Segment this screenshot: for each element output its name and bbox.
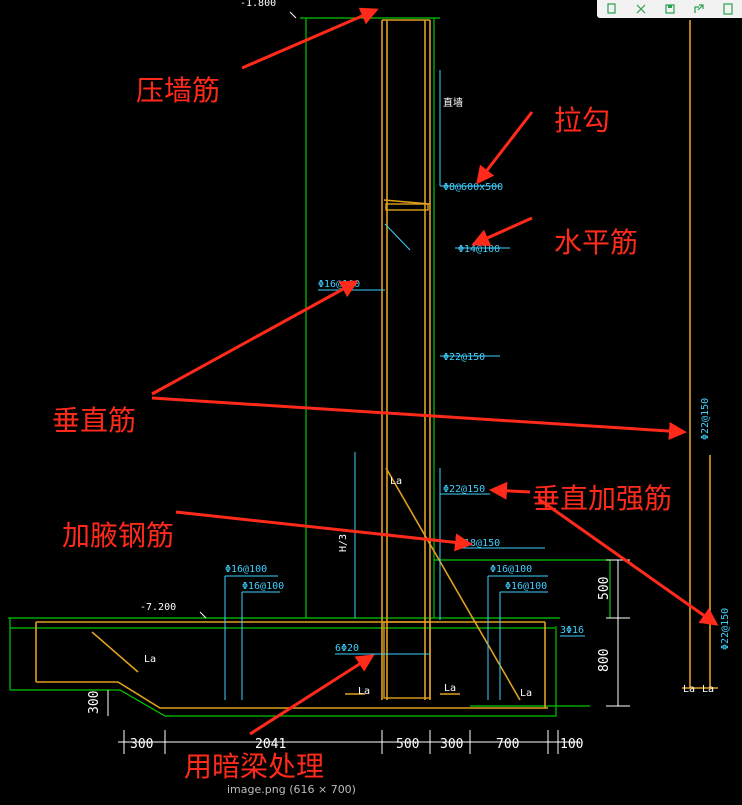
annotation-vertical-bar: 垂直筋	[52, 404, 136, 437]
annotation-tie-bar: 拉勾	[554, 104, 610, 137]
dim-2041: 2041	[255, 737, 286, 752]
la-label-far-2: La	[702, 684, 714, 695]
dimension-lines	[107, 11, 630, 754]
horiz-bar-label: Φ14@100	[458, 244, 500, 255]
annotation-vertical-strengthen-bar: 垂直加强筋	[532, 482, 672, 515]
annotation-wall-top-bar: 压墙筋	[136, 74, 220, 107]
image-caption: image.png (616 × 700)	[227, 783, 356, 796]
annotation-arrows	[151, 7, 719, 736]
haunch-bar-label: Φ18@150	[458, 538, 500, 549]
dim-v800: 800	[597, 649, 612, 672]
dim-500: 500	[396, 737, 419, 752]
vert-strengthen-label: Φ22@150	[443, 484, 485, 495]
la-label-base-far: La	[520, 688, 532, 699]
dimension-labels: 300 2041 500 300 700 100 500 800 300	[87, 577, 612, 752]
dim-100: 100	[560, 737, 583, 752]
save-icon[interactable]	[661, 2, 679, 16]
dim-700: 700	[496, 737, 519, 752]
la-label-base-right: La	[444, 683, 456, 694]
concrete-outline	[8, 17, 611, 717]
share-icon[interactable]	[690, 2, 708, 16]
la-label-wall: La	[390, 476, 402, 487]
tie-bar-label: Φ8@600x500	[443, 182, 503, 193]
la-label-far-1: La	[683, 684, 695, 695]
beam-label: 6Φ20	[335, 643, 359, 654]
slab-right-label-1: Φ16@100	[490, 564, 532, 575]
annotation-hidden-beam: 用暗梁处理	[184, 750, 324, 783]
slab-right-label-2: Φ16@100	[505, 581, 547, 592]
slab-left-label-2: Φ16@100	[242, 581, 284, 592]
dim-v500: 500	[597, 577, 612, 600]
wall-label: 直墙	[443, 96, 463, 109]
close-icon[interactable]	[719, 2, 737, 16]
slab-left-label-1: Φ16@100	[225, 564, 267, 575]
annotation-horizontal-bar: 水平筋	[554, 226, 638, 259]
side-bar-label: 3Φ16	[560, 625, 584, 636]
dim-300: 300	[130, 737, 153, 752]
copy-icon[interactable]	[603, 2, 621, 16]
far-right-label-2: Φ22@150	[720, 608, 731, 650]
dim-v300: 300	[87, 691, 102, 714]
la-label-base-left: La	[358, 686, 370, 697]
rebar-lines	[35, 19, 718, 709]
height-label: H/3	[338, 534, 349, 552]
image-toolbar	[597, 0, 742, 18]
annotations: 压墙筋 拉勾 水平筋 垂直筋 垂直加强筋 加腋钢筋 用暗梁处理	[52, 74, 672, 783]
vert-inner-label: Φ22@150	[443, 352, 485, 363]
elev-base-label: -7.200	[140, 602, 176, 613]
cad-labels: -1.800 -7.200 Φ8@600x500 Φ14@100 Φ16@100…	[140, 0, 731, 699]
annotation-haunch-bar: 加腋钢筋	[62, 519, 174, 552]
dim-300b: 300	[440, 737, 463, 752]
expand-icon[interactable]	[632, 2, 650, 16]
leader-lines	[224, 70, 585, 700]
stirrups	[383, 203, 431, 699]
elev-top-label: -1.800	[240, 0, 276, 9]
la-label-slab: La	[144, 654, 156, 665]
far-right-label-1: Φ22@150	[700, 398, 711, 440]
